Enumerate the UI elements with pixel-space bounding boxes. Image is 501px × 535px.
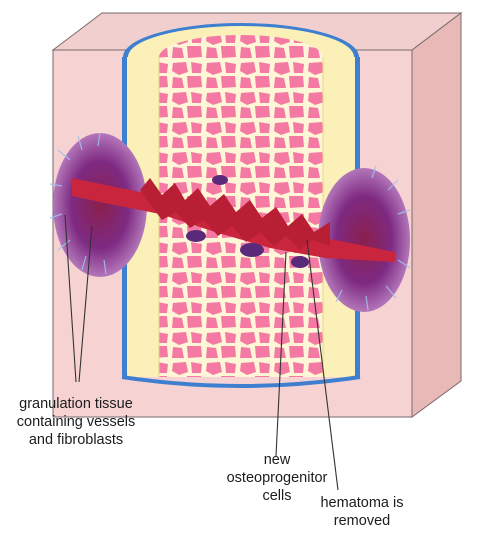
label-granulation-line-2: containing vessels xyxy=(0,413,152,431)
label-osteoprogenitor-line-1: new xyxy=(212,451,342,469)
label-granulation-tissue: granulation tissue containing vessels an… xyxy=(0,395,152,449)
label-granulation-line-1: granulation tissue xyxy=(0,395,152,413)
label-hematoma-removed: hematoma is removed xyxy=(302,494,422,530)
block-side-face xyxy=(412,13,461,417)
label-granulation-line-3: and fibroblasts xyxy=(0,431,152,449)
label-osteoprogenitor-line-2: osteoprogenitor xyxy=(212,469,342,487)
label-hematoma-line-1: hematoma is xyxy=(302,494,422,512)
label-hematoma-line-2: removed xyxy=(302,512,422,530)
